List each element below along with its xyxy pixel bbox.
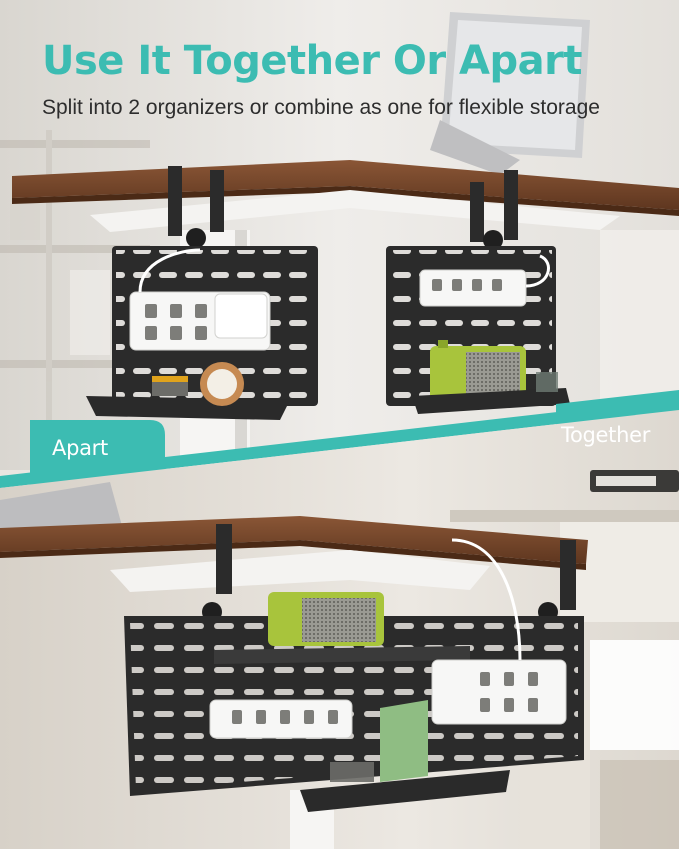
tablet-bottom [0, 482, 122, 538]
badge-together-label: Together [561, 423, 651, 447]
divider-stripe [0, 398, 679, 488]
organizer-combined [124, 524, 584, 812]
bookshelf-right [450, 470, 679, 849]
page-subtitle: Split into 2 organizers or combine as on… [42, 96, 600, 119]
badge-apart-label: Apart [52, 436, 108, 460]
badge-apart-shape [30, 420, 165, 488]
organizer-left [86, 166, 318, 420]
tablet [430, 12, 590, 175]
organizer-right [386, 170, 570, 414]
page-title: Use It Together Or Apart [42, 38, 582, 84]
